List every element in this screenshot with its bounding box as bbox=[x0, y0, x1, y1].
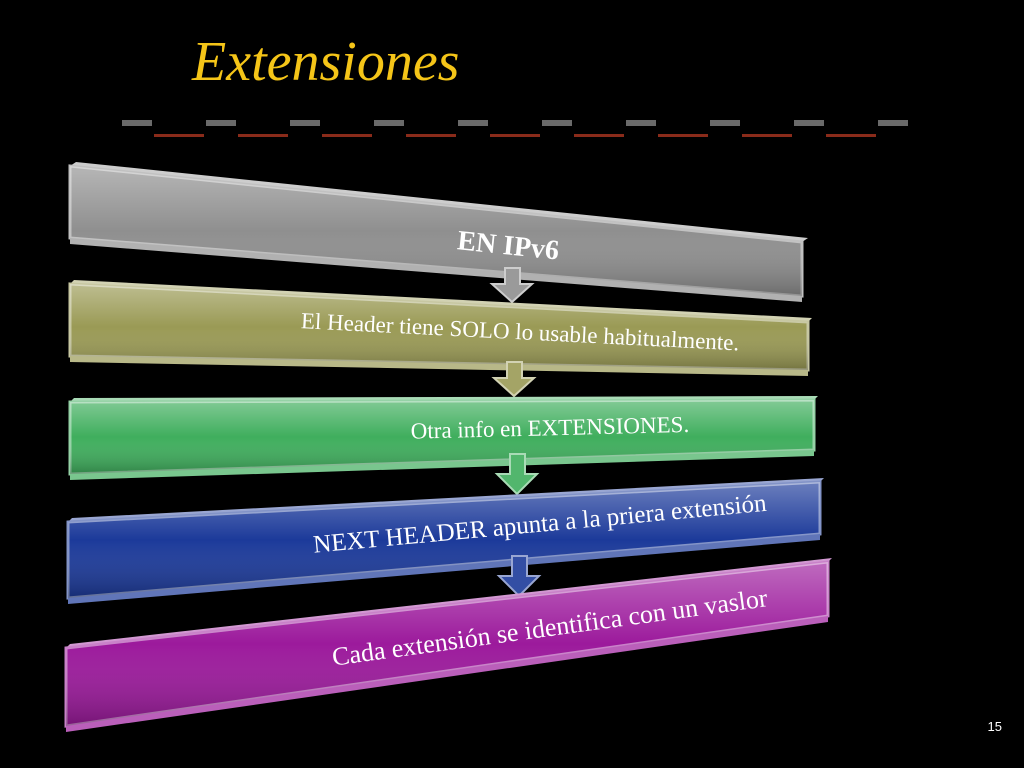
flow-arrow-1 bbox=[489, 267, 535, 304]
flow-step-3: Otra info en EXTENSIONES. bbox=[68, 396, 818, 480]
flow-arrow-3 bbox=[494, 453, 540, 496]
underline-dash bbox=[542, 120, 572, 126]
slide-number: 15 bbox=[987, 719, 1002, 734]
underline-dash bbox=[490, 134, 540, 137]
underline-dash bbox=[206, 120, 236, 126]
underline-dash bbox=[374, 120, 404, 126]
flow-step-2: El Header tiene SOLO lo usable habitualm… bbox=[68, 280, 812, 376]
underline-dash bbox=[154, 134, 204, 137]
underline-dash bbox=[458, 120, 488, 126]
flow-arrow-4 bbox=[496, 555, 542, 598]
underline-dash bbox=[290, 120, 320, 126]
flow-step-4: NEXT HEADER apunta a la priera extensión bbox=[66, 478, 824, 604]
underline-dash bbox=[658, 134, 708, 137]
underline-dash bbox=[122, 120, 152, 126]
flow-arrow-2 bbox=[491, 361, 537, 398]
underline-dash bbox=[574, 134, 624, 137]
underline-dash bbox=[794, 120, 824, 126]
underline-dash bbox=[406, 134, 456, 137]
underline-dash bbox=[238, 134, 288, 137]
slide-title: Extensiones bbox=[192, 31, 460, 93]
title-underline bbox=[122, 120, 908, 137]
underline-dash bbox=[878, 120, 908, 126]
underline-dash bbox=[742, 134, 792, 137]
flow-step-5: Cada extensión se identifica con un vasl… bbox=[64, 558, 832, 732]
underline-dash bbox=[322, 134, 372, 137]
flow-step-1: EN IPv6 bbox=[68, 162, 808, 302]
underline-dash bbox=[826, 134, 876, 137]
underline-dash bbox=[710, 120, 740, 126]
underline-dash bbox=[626, 120, 656, 126]
